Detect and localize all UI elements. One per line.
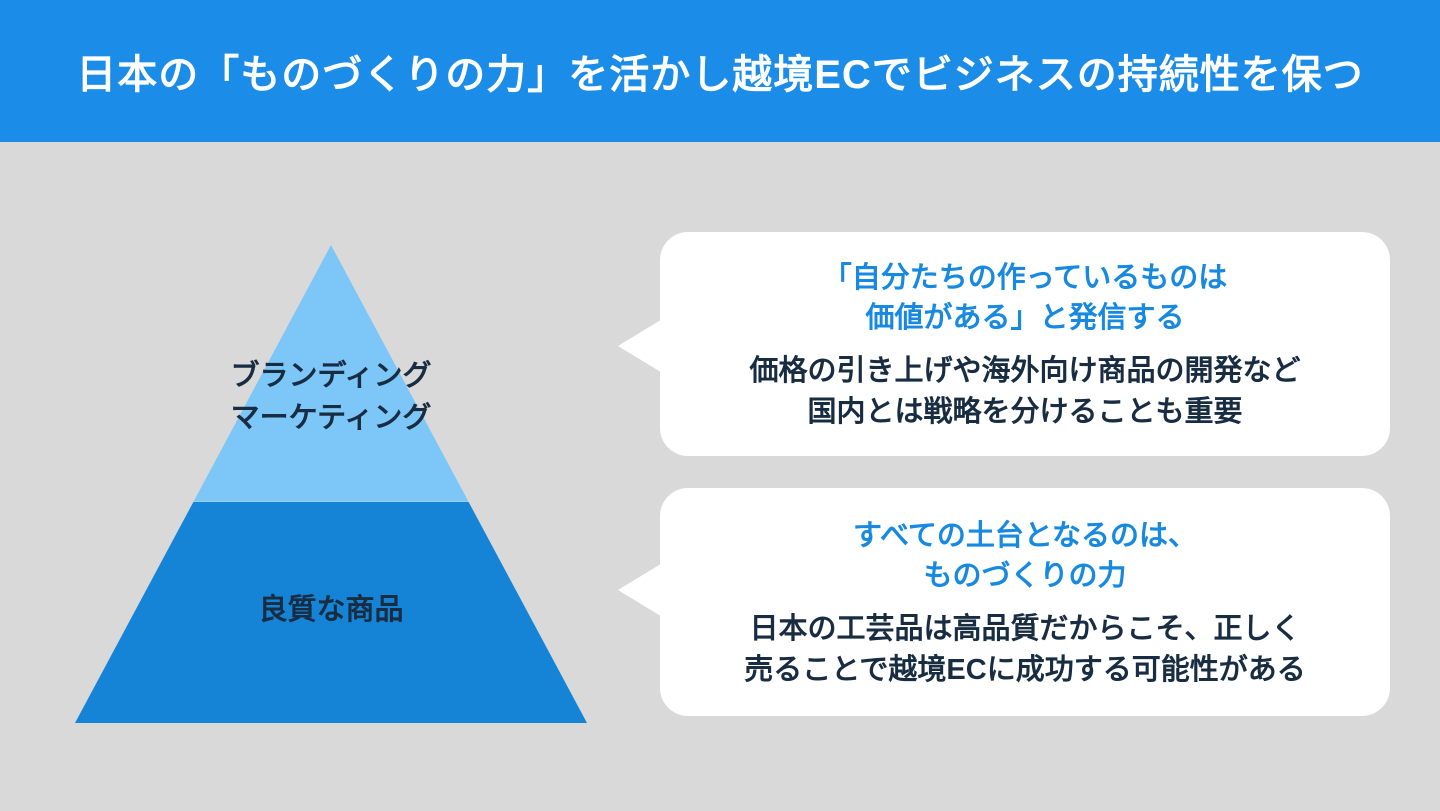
pyramid-diagram: ブランディング マーケティング 良質な商品 — [75, 245, 587, 723]
speech-bubble-products: すべての土台となるのは、 ものづくりの力 日本の工芸品は高品質だからこそ、正しく… — [618, 488, 1390, 716]
title-banner: 日本の「ものづくりの力」を活かし越境ECでビジネスの持続性を保つ — [0, 0, 1440, 142]
bubble-tail-icon — [618, 318, 664, 374]
pyramid-bottom-label: 良質な商品 — [258, 594, 404, 627]
bubble-branding-heading: 「自分たちの作っているものは 価値がある」と発信する — [822, 261, 1228, 335]
speech-bubble-branding: 「自分たちの作っているものは 価値がある」と発信する 価格の引き上げや海外向け商… — [618, 232, 1390, 456]
bubble-products-body: 日本の工芸品は高品質だからこそ、正しく 売ることで越境ECに成功する可能性がある — [744, 613, 1306, 686]
bubble-tail-icon — [618, 562, 664, 618]
page-title: 日本の「ものづくりの力」を活かし越境ECでビジネスの持続性を保つ — [76, 53, 1364, 97]
bubble-branding-body: 価格の引き上げや海外向け商品の開発など 国内とは戦略を分けることも重要 — [749, 355, 1301, 428]
pyramid-top-label: ブランディング マーケティング — [230, 359, 432, 434]
bubble-products-heading: すべての土台となるのは、 ものづくりの力 — [853, 519, 1197, 593]
